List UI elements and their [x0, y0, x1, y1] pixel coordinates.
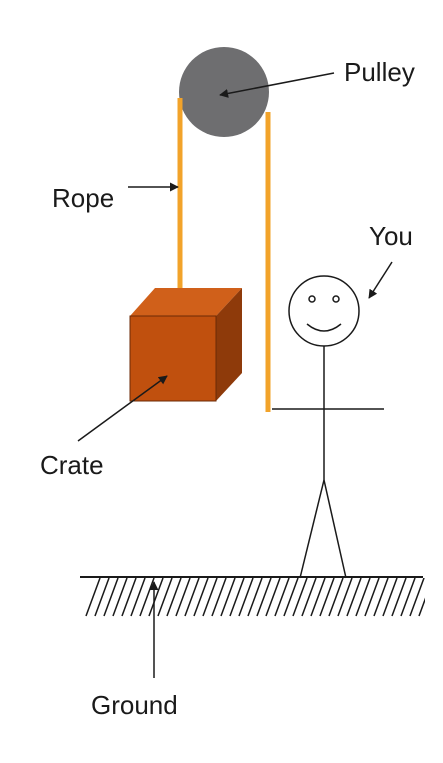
ground-hatch-stroke — [346, 578, 362, 617]
stick-figure-head — [288, 275, 360, 347]
ground-hatch-stroke — [364, 578, 380, 617]
ground-hatching — [85, 578, 425, 617]
ground-hatch-stroke — [121, 578, 137, 617]
ground-hatch-stroke — [409, 578, 425, 617]
pulley-arrow — [219, 72, 335, 98]
crate-label: Crate — [40, 450, 104, 480]
ground-hatch-stroke — [211, 578, 227, 617]
rope-label: Rope — [52, 183, 114, 213]
ground-hatch-stroke — [373, 578, 389, 617]
ground-hatch-stroke — [139, 578, 155, 617]
ground-hatch-stroke — [130, 578, 146, 617]
ground-hatch-stroke — [265, 578, 281, 617]
ground-hatch-stroke — [310, 578, 326, 617]
ground-hatch-stroke — [229, 578, 245, 617]
crate-arrow — [77, 375, 168, 442]
ground-hatch-stroke — [175, 578, 191, 617]
ground-hatch-stroke — [220, 578, 236, 617]
stick-figure-left-eye — [308, 295, 316, 303]
stick-figure-smile — [306, 323, 342, 332]
pulley-wheel — [179, 47, 269, 137]
ground-hatch-stroke — [103, 578, 119, 617]
ground-hatch-stroke — [256, 578, 272, 617]
ground-hatch-stroke — [391, 578, 407, 617]
ground-hatch-stroke — [319, 578, 335, 617]
you-arrow — [368, 261, 393, 299]
ground-hatch-stroke — [238, 578, 254, 617]
ground-hatch-stroke — [301, 578, 317, 617]
ground-hatch-stroke — [193, 578, 209, 617]
ground-hatch-stroke — [328, 578, 344, 617]
stick-figure-right-eye — [332, 295, 340, 303]
ground-hatch-stroke — [148, 578, 164, 617]
ground-hatch-stroke — [355, 578, 371, 617]
ground-hatch-stroke — [418, 597, 425, 617]
ground-hatch-stroke — [382, 578, 398, 617]
ground-hatch-stroke — [337, 578, 353, 617]
ground-hatch-stroke — [283, 578, 299, 617]
ground-hatch-stroke — [274, 578, 290, 617]
stick-figure-right-leg — [323, 479, 347, 579]
crate-box — [129, 288, 242, 402]
stick-figure-left-leg — [299, 479, 325, 579]
ground-hatch-stroke — [202, 578, 218, 617]
ground-label: Ground — [91, 690, 178, 720]
ground-hatch-stroke — [400, 578, 416, 617]
ground-hatch-stroke — [292, 578, 308, 617]
ground-hatch-stroke — [157, 578, 173, 617]
ground-hatch-stroke — [94, 578, 110, 617]
ground-hatch-stroke — [166, 578, 182, 617]
pulley-label: Pulley — [344, 57, 415, 87]
ground-hatch-stroke — [247, 578, 263, 617]
ground-hatch-stroke — [112, 578, 128, 617]
ground-hatch-stroke — [85, 578, 101, 617]
stick-figure — [272, 275, 384, 579]
ground-hatch-stroke — [184, 578, 200, 617]
you-label: You — [369, 221, 413, 251]
